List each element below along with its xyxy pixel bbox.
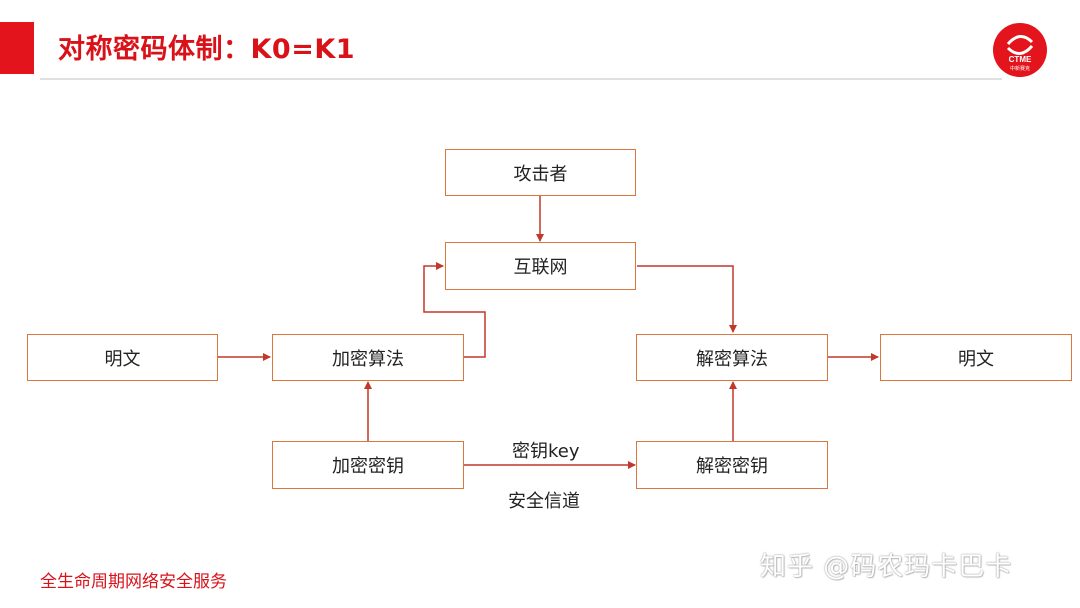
- brand-logo: CTME 中新赛克: [993, 23, 1047, 77]
- node-decrypt-key: 解密密钥: [636, 441, 828, 489]
- node-internet-label: 互联网: [513, 257, 568, 278]
- edge-label-key: 密钥key: [512, 441, 580, 462]
- edge-label-secure-channel: 安全信道: [508, 491, 580, 512]
- node-decrypt-algorithm: 解密算法: [636, 334, 828, 381]
- logo-swirl-bottom: [1006, 44, 1034, 55]
- edge-encrypt-to-internet: [423, 262, 486, 358]
- node-plaintext-out: 明文: [880, 334, 1072, 381]
- node-decrypt-algorithm-label: 解密算法: [696, 348, 768, 370]
- logo-subtext: 中新赛克: [1010, 65, 1030, 72]
- node-encrypt-key-label: 加密密钥: [332, 456, 404, 477]
- node-attacker: 攻击者: [445, 149, 636, 196]
- watermark: 知乎 @码农玛卡巴卡: [760, 552, 1013, 582]
- node-encrypt-algorithm: 加密算法: [272, 334, 464, 381]
- node-internet: 互联网: [445, 242, 636, 290]
- node-plaintext-out-label: 明文: [958, 348, 994, 370]
- logo-circle: [993, 23, 1047, 77]
- logo-text: CTME: [1009, 55, 1032, 64]
- edge-internet-to-decrypt: [637, 265, 737, 333]
- node-attacker-label: 攻击者: [513, 163, 568, 185]
- page-title: 对称密码体制：K0=K1: [58, 34, 356, 65]
- node-decrypt-key-label: 解密密钥: [696, 456, 768, 477]
- title-accent-bar: [0, 22, 34, 74]
- node-plaintext-in: 明文: [27, 334, 218, 381]
- node-encrypt-algorithm-label: 加密算法: [332, 348, 404, 370]
- logo-swirl-top: [1006, 35, 1034, 46]
- node-encrypt-key: 加密密钥: [272, 441, 464, 489]
- node-plaintext-in-label: 明文: [104, 348, 141, 370]
- title-divider: [40, 78, 1002, 80]
- footer-tagline: 全生命周期网络安全服务: [40, 572, 227, 592]
